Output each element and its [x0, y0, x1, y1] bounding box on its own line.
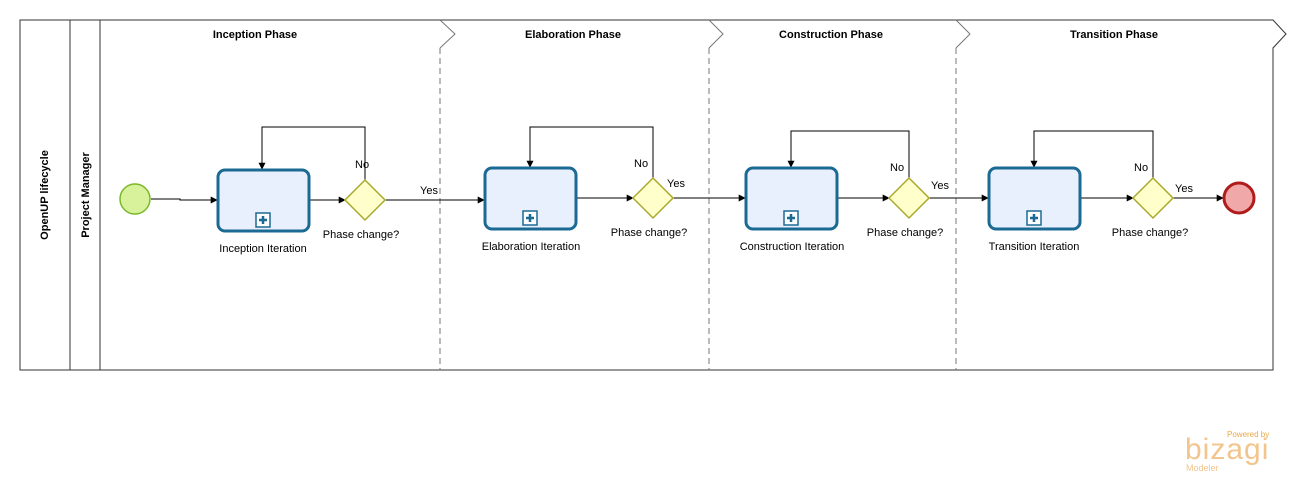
phase-separator-2 [708, 19, 724, 370]
task-elaboration-iteration[interactable]: Elaboration Iteration [482, 166, 580, 253]
task-label: Elaboration Iteration [482, 241, 580, 253]
gateway-label: Phase change? [867, 227, 943, 239]
flow-start-to-inception [151, 196, 218, 204]
flow-label-yes-1: Yes [420, 185, 438, 197]
sequence-flows [151, 126, 1224, 204]
flow-label-yes-2: Yes [667, 178, 685, 190]
gateway-phase-change-3[interactable]: Phase change? [867, 176, 943, 239]
bizagi-logo: bizagi [1185, 433, 1270, 466]
gateway-phase-change-2[interactable]: Phase change? [611, 176, 687, 239]
task-inception-iteration[interactable]: Inception Iteration [216, 168, 311, 255]
flow-label-no-4: No [1134, 162, 1148, 174]
end-event[interactable] [1222, 181, 1256, 215]
flow-label-no-2: No [634, 158, 648, 170]
phase-separator-3 [955, 19, 971, 370]
gateway-phase-change-1[interactable]: Phase change? [323, 178, 399, 241]
phase-title-construction: Construction Phase [779, 29, 883, 41]
phase-title-elaboration: Elaboration Phase [525, 29, 621, 41]
phase-title-inception: Inception Phase [213, 29, 297, 41]
gateway-label: Phase change? [323, 229, 399, 241]
gateway-phase-change-4[interactable]: Phase change? [1112, 176, 1188, 239]
gateway-label: Phase change? [611, 227, 687, 239]
task-construction-iteration[interactable]: Construction Iteration [740, 166, 845, 253]
flow-label-no-1: No [355, 159, 369, 171]
pool-label: OpenUP lifecycle [39, 150, 51, 240]
flow-gateway4-no [1030, 130, 1154, 178]
gateway-label: Phase change? [1112, 227, 1188, 239]
task-label: Transition Iteration [989, 241, 1080, 253]
flow-gateway1-no [258, 126, 366, 180]
phase-separator-1 [439, 19, 456, 370]
start-event[interactable] [119, 183, 151, 215]
task-label: Inception Iteration [219, 243, 306, 255]
flow-gateway2-no [526, 126, 654, 178]
flow-label-yes-4: Yes [1175, 183, 1193, 195]
flow-gateway3-no [787, 130, 910, 178]
task-label: Construction Iteration [740, 241, 845, 253]
task-transition-iteration[interactable]: Transition Iteration [987, 166, 1082, 253]
lane-label: Project Manager [80, 151, 92, 237]
flow-label-no-3: No [890, 162, 904, 174]
logo-powered-by: Powered by [1227, 430, 1270, 439]
flow-label-yes-3: Yes [931, 180, 949, 192]
logo-product: Modeler [1186, 463, 1219, 473]
phase-title-transition: Transition Phase [1070, 29, 1158, 41]
